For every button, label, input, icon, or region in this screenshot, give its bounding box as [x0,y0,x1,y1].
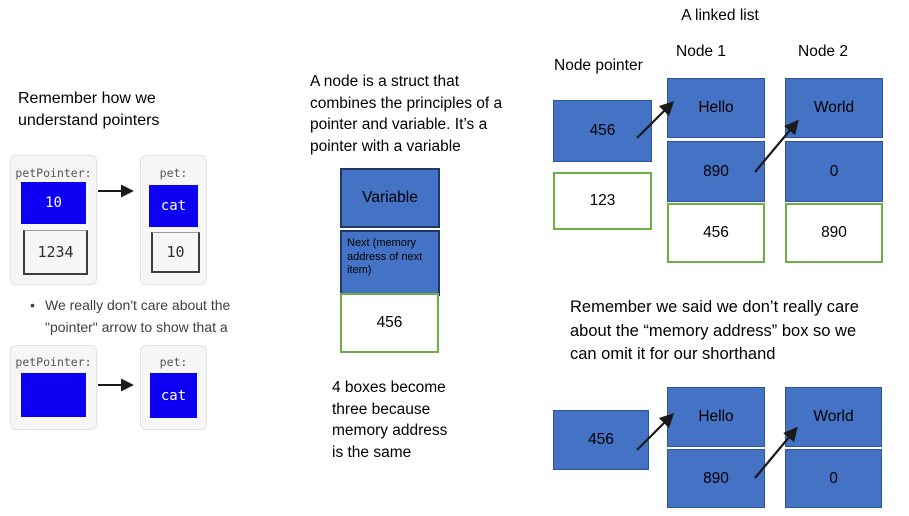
bottom-node1-value-box: Hello [667,387,765,447]
left-heading-line1: Remember how we [18,90,156,107]
pet-card-row1: pet: cat 10 [140,155,207,285]
paragraph-line: pointer and variable. It’s a [310,116,488,133]
bullet-note: • We really don't care about the "pointe… [30,294,248,340]
petpointer-address-box: 1234 [23,230,88,275]
bullet-line1: We really don't care about the [45,297,231,313]
top-node2-value-box: World [785,78,883,138]
node-struct-paragraph: A node is a struct that combines the pri… [310,71,540,157]
next-memory-box: Next (memory address of next item) [340,230,440,296]
petpointer-value-box-empty [21,373,86,417]
bottom-node1-next-box: 890 [667,449,765,508]
paragraph-line: combines the principles of a [310,94,503,112]
petpointer-label: petPointer: [15,166,92,180]
paragraph-line: pointer with a variable [310,137,461,155]
bullet-line2: "pointer" arrow to show that a [45,319,228,335]
pet-label: pet: [159,166,188,180]
bottom-node2-value-box: World [785,387,882,447]
node-address-box: 456 [340,293,439,353]
top-node1-address-box: 456 [667,203,765,263]
top-pointer-value-box: 456 [553,100,652,162]
caption-line: three because [332,400,431,418]
boxes-caption: 4 boxes become three because memory addr… [332,377,482,463]
pet-card-row2: pet: cat [140,345,207,430]
shorthand-note: Remember we said we don’t really care ab… [570,296,905,367]
top-pointer-address-box: 123 [553,172,652,230]
node2-label: Node 2 [798,43,848,60]
pet-value-box: cat [149,185,198,227]
node1-label: Node 1 [676,43,726,60]
bottom-node2-next-box: 0 [785,449,882,508]
pet-value-box: cat [150,373,197,418]
top-node1-next-box: 890 [667,141,765,202]
bullet-glyph: • [30,297,35,313]
petpointer-card-row1: petPointer: 10 1234 [10,155,97,285]
bottom-pointer-value-box: 456 [553,410,649,470]
top-node1-value-box: Hello [667,78,765,138]
note-line: can omit it for our shorthand [570,345,776,363]
pet-address-box: 10 [151,232,200,273]
paragraph-line: A node is a struct that [310,73,460,90]
top-node2-address-box: 890 [785,203,883,263]
petpointer-label: petPointer: [15,355,92,369]
node-pointer-label: Node pointer [554,57,643,74]
petpointer-card-row2: petPointer: [10,345,97,430]
linked-list-title: A linked list [681,7,759,24]
petpointer-value-box: 10 [21,182,86,224]
caption-line: is the same [332,443,412,461]
caption-line: 4 boxes become [332,379,446,396]
pet-label: pet: [159,355,188,369]
note-line: Remember we said we don’t really care [570,298,859,316]
left-heading: Remember how we understand pointers [18,88,238,132]
top-node2-next-box: 0 [785,141,883,202]
note-line: about the “memory address” box so we [570,321,857,340]
variable-box: Variable [340,168,440,228]
left-heading-line2: understand pointers [18,112,160,129]
caption-line: memory address [332,422,448,439]
